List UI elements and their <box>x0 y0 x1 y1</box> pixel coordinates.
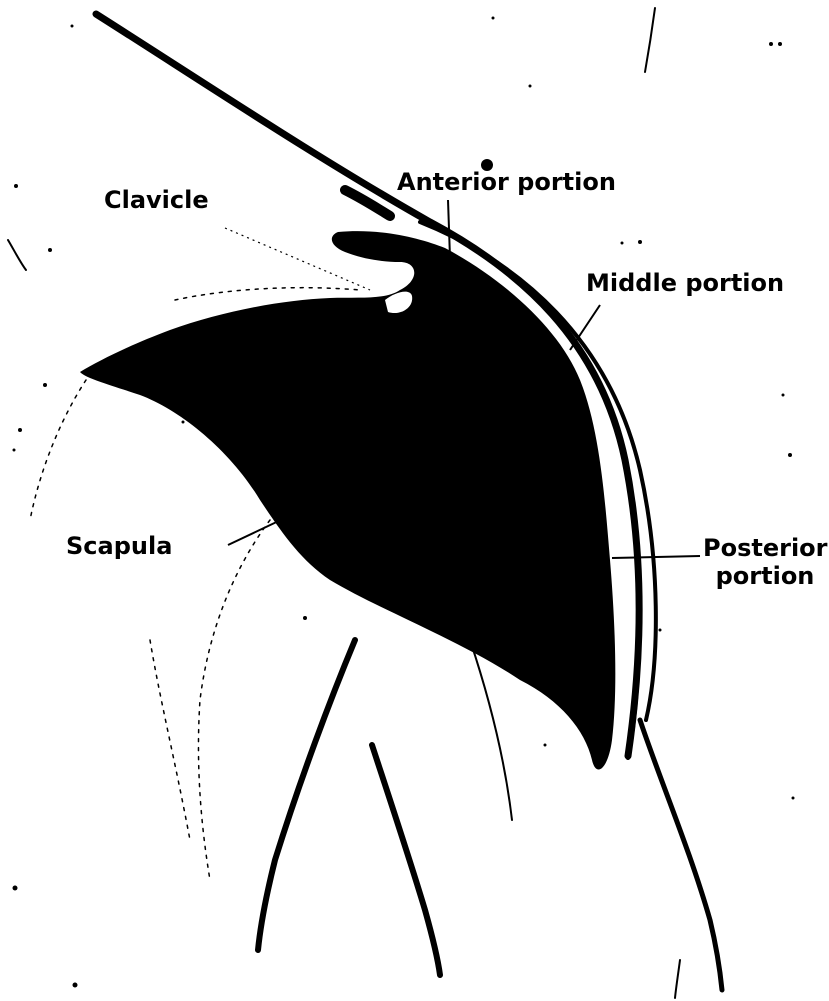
left-edge-mark <box>8 240 26 270</box>
deltoid-muscle <box>80 231 615 769</box>
scapula-lower <box>150 640 190 840</box>
label-posterior-line2: portion <box>703 564 827 588</box>
leader-anterior <box>448 200 450 258</box>
arm-biceps-edge <box>372 745 440 975</box>
label-posterior-line1: Posterior <box>703 536 827 560</box>
leader-posterior <box>612 556 700 558</box>
label-clavicle: Clavicle <box>104 188 209 212</box>
bottom-stroke <box>675 960 680 998</box>
arm-left-edge <box>258 640 355 950</box>
label-middle-portion: Middle portion <box>586 271 784 295</box>
scapula-inner <box>198 520 270 880</box>
scapula-contour <box>30 380 86 520</box>
label-posterior-portion: Posterior portion <box>703 536 827 588</box>
label-scapula: Scapula <box>66 534 172 558</box>
top-right-stroke <box>645 8 655 72</box>
label-anterior-portion: Anterior portion <box>397 170 616 194</box>
arm-right-edge <box>640 720 722 990</box>
leader-scapula <box>228 518 285 545</box>
leader-middle <box>570 305 600 350</box>
